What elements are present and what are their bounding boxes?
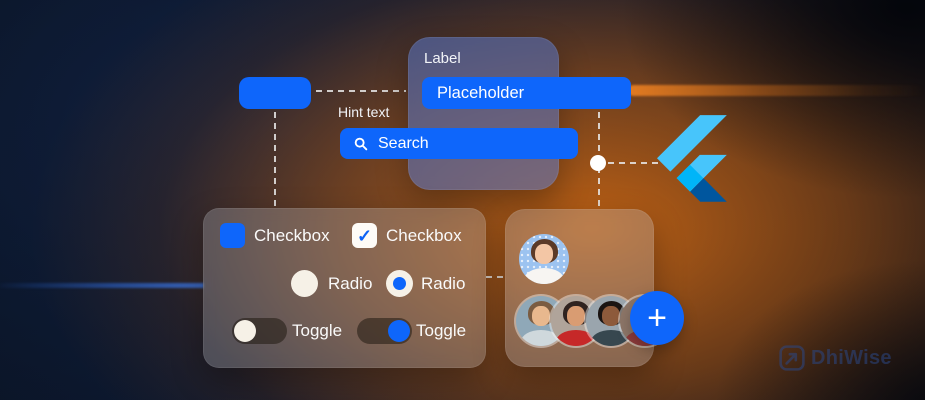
toggle-on-label: Toggle xyxy=(416,321,467,340)
avatar-woman-red xyxy=(551,296,601,346)
toggle-on-knob xyxy=(388,320,410,342)
orange-light-streak xyxy=(628,85,925,96)
avatar-face xyxy=(567,306,585,326)
check-icon: ✓ xyxy=(356,225,373,246)
checkbox-checked[interactable]: ✓ xyxy=(352,223,377,248)
toggle-off-label: Toggle xyxy=(292,321,343,340)
avatar-face xyxy=(535,244,553,264)
connector-button-to-card xyxy=(316,90,406,92)
checkbox-unchecked-label: Checkbox xyxy=(254,226,330,245)
radio-selected[interactable] xyxy=(386,270,413,297)
avatar-single-woman xyxy=(519,234,569,284)
avatar-face xyxy=(602,306,620,326)
dhiwise-logo-icon xyxy=(779,345,805,371)
controls-card: Checkbox ✓ Checkbox Radio Radio Toggle T… xyxy=(203,208,486,368)
radio-unselected[interactable] xyxy=(291,270,318,297)
toggle-off[interactable] xyxy=(232,318,287,344)
avatar-body xyxy=(524,268,564,284)
connector-button-to-controls xyxy=(274,112,276,207)
radio-selected-dot xyxy=(393,277,406,290)
search-input-value: Search xyxy=(378,134,429,152)
blue-light-streak xyxy=(0,283,204,288)
hint-text-label: Hint text xyxy=(338,104,390,120)
dhiwise-logo-text: DhiWise xyxy=(811,346,892,369)
avatar-body xyxy=(521,330,561,346)
search-input[interactable]: Search xyxy=(340,128,578,159)
text-input-value: Placeholder xyxy=(437,84,525,102)
plus-icon: + xyxy=(647,298,667,337)
search-icon xyxy=(353,136,369,152)
dhiwise-watermark: DhiWise xyxy=(779,345,892,371)
connector-node-dot xyxy=(590,155,606,171)
connector-controls-to-avatars xyxy=(486,276,505,278)
avatar-body xyxy=(591,330,631,346)
radio-unselected-label: Radio xyxy=(328,274,373,293)
avatar-group-card: + xyxy=(505,209,684,367)
text-input[interactable]: Placeholder xyxy=(422,77,631,109)
radio-selected-label: Radio xyxy=(421,274,466,293)
checkbox-unchecked[interactable] xyxy=(220,223,245,248)
add-member-button[interactable]: + xyxy=(630,291,684,345)
toggle-on[interactable] xyxy=(357,318,412,344)
connector-node-to-flutter xyxy=(608,162,658,164)
flutter-logo xyxy=(657,115,727,202)
toggle-off-knob xyxy=(234,320,256,342)
avatar-body xyxy=(556,330,596,346)
primary-button[interactable] xyxy=(239,77,311,109)
checkbox-checked-label: Checkbox xyxy=(386,226,462,245)
text-field-card xyxy=(408,37,559,190)
input-label: Label xyxy=(424,50,461,67)
avatar-face xyxy=(532,306,550,326)
